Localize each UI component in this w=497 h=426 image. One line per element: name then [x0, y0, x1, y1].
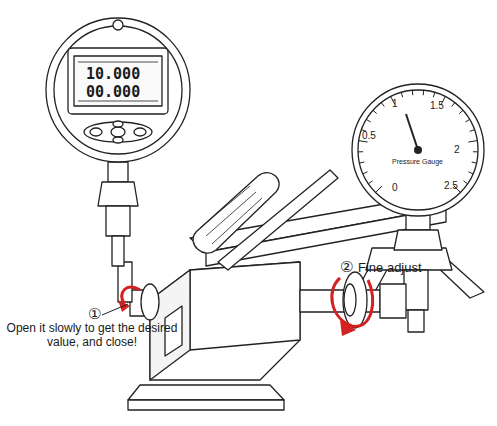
- gauge-tick: [473, 151, 478, 152]
- gauge-scale-number: 2: [454, 144, 460, 156]
- gauge-tick: [468, 172, 473, 174]
- gauge-tick: [412, 90, 413, 95]
- display-reading: 00.000: [86, 84, 140, 101]
- gauge-tick: [472, 162, 477, 163]
- gauge-tick: [373, 110, 377, 113]
- gauge-scale-number: 1: [392, 98, 398, 110]
- gauge-scale-number: 2.5: [444, 180, 458, 192]
- gauge-tick: [468, 141, 477, 142]
- callout-note: Fine adjust: [358, 261, 422, 276]
- gauge-scale-number: 1.5: [430, 100, 444, 112]
- display-reading: 10.000: [86, 66, 140, 83]
- gauge-scale-number: 0.5: [362, 130, 376, 142]
- gauge-tick: [359, 162, 364, 163]
- gauge-title: Pressure Gauge: [390, 158, 445, 166]
- gauge-tick: [470, 130, 475, 132]
- gauge-tick: [368, 181, 372, 184]
- gauge-scale-number: 0: [392, 182, 398, 194]
- gauge-tick: [381, 103, 384, 107]
- callout-note: Open it slowly to get the desired value,…: [6, 322, 178, 350]
- gauge-tick: [452, 103, 455, 107]
- gauge-tick: [366, 119, 370, 122]
- gauge-tick: [463, 181, 467, 184]
- gauge-tick: [465, 119, 469, 122]
- gauge-tick: [358, 151, 363, 152]
- gauge-tick: [423, 90, 424, 95]
- gauge-tick: [433, 92, 434, 97]
- gauge-tick: [363, 172, 368, 174]
- gauge-tick: [376, 186, 382, 192]
- callout-number: ①: [88, 306, 101, 323]
- gauge-tick: [459, 110, 463, 113]
- callout-number: ②: [340, 259, 353, 276]
- gauge-tick: [401, 92, 402, 97]
